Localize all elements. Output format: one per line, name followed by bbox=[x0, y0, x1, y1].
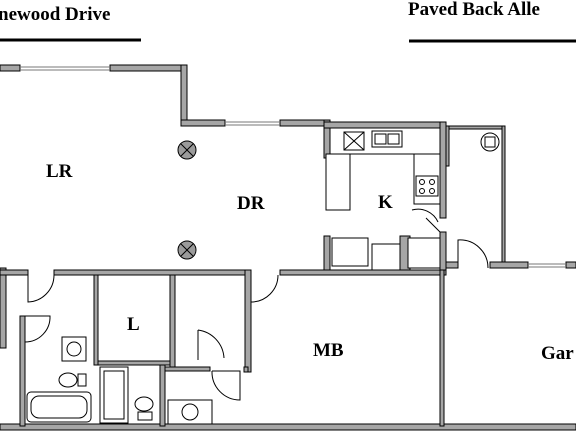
garage-label: Gar bbox=[541, 343, 574, 364]
ceiling-light-icon-2 bbox=[177, 240, 197, 260]
ceiling-light-icon-1 bbox=[177, 140, 197, 160]
water-heater-icon bbox=[480, 132, 500, 152]
stove-icon bbox=[415, 175, 439, 197]
kitchen-label: K bbox=[378, 192, 393, 213]
pantry-icon bbox=[407, 237, 441, 269]
ceiling-light-fixtures bbox=[177, 140, 197, 260]
exterior-walls bbox=[0, 64, 576, 431]
front-street-label: newood Drive bbox=[0, 4, 110, 25]
living-room-label: LR bbox=[46, 161, 73, 182]
dining-room-label: DR bbox=[237, 193, 265, 214]
kitchen-fixtures bbox=[325, 127, 441, 271]
windows bbox=[20, 66, 566, 268]
toilet-icon-2 bbox=[134, 396, 154, 412]
bathroom-fixtures bbox=[26, 336, 213, 425]
back-street-label: Paved Back Alle bbox=[408, 0, 540, 20]
interior-walls bbox=[0, 269, 447, 427]
laundry-label: L bbox=[127, 314, 140, 335]
dryer-icon bbox=[371, 243, 401, 271]
toilet-icon bbox=[58, 372, 78, 388]
master-bedroom-label: MB bbox=[313, 340, 344, 361]
washer-icon bbox=[331, 237, 369, 267]
doors bbox=[24, 208, 489, 401]
